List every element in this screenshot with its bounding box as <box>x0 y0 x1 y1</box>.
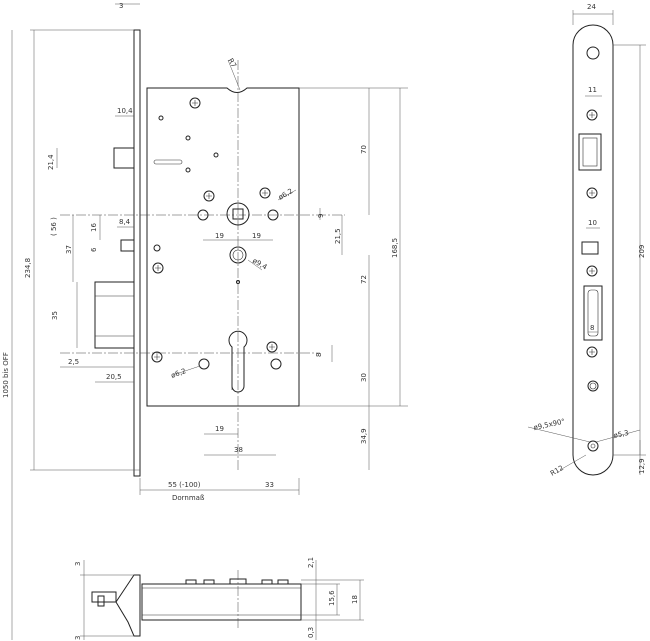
dim-37: 37 <box>65 245 73 254</box>
dim-21-5: 21,5 <box>334 228 342 244</box>
bolt-opening <box>583 285 603 341</box>
dim-21-4: 21,4 <box>47 154 55 170</box>
screw-icon <box>152 262 164 274</box>
dim-38: 38 <box>234 446 243 454</box>
dim-2-1: 2,1 <box>307 557 315 568</box>
dim-15-6: 15,6 <box>328 590 336 606</box>
dim-70: 70 <box>360 145 368 154</box>
dim-19-right: 19 <box>252 232 261 240</box>
dim-19-left: 19 <box>215 232 224 240</box>
dim-35: 35 <box>51 311 59 320</box>
dim-30: 30 <box>360 373 368 382</box>
bottom-view: 3 3 2,1 15,6 18 0,3 <box>74 557 364 640</box>
aux-latch-opening <box>581 241 599 255</box>
dim-phi6-2-bottom: ø6,2 <box>170 367 187 380</box>
dim-10: 10 <box>588 219 597 227</box>
hole <box>267 209 279 221</box>
screw-icon <box>203 190 215 202</box>
dim-2-5: 2,5 <box>68 358 79 366</box>
dim-3-top: 3 <box>74 562 82 566</box>
dim-3-bottom: 3 <box>74 636 82 640</box>
dim-72: 72 <box>360 275 368 284</box>
dim-55: 55 (-100) <box>168 481 201 489</box>
bottom-faceplate <box>115 574 141 637</box>
screw-icon <box>266 341 278 353</box>
screw-icon <box>586 109 598 121</box>
dim-r12: R12 <box>549 464 565 478</box>
dim-33: 33 <box>265 481 274 489</box>
dim-11: 11 <box>588 86 597 94</box>
dim-6: 6 <box>90 247 98 252</box>
dim-34-9: 34,9 <box>360 428 368 444</box>
dim-16: 16 <box>90 223 98 232</box>
follower-square <box>232 208 244 220</box>
auxiliary-latch <box>120 239 135 252</box>
dim-10-4: 10,4 <box>117 107 133 115</box>
dim-209: 209 <box>638 245 646 258</box>
hole <box>198 358 210 370</box>
lock-case <box>146 87 300 407</box>
side-note-1050: 1050 bis OFF <box>2 352 10 398</box>
screw-icon <box>586 265 598 277</box>
dim-168-5: 168,5 <box>391 238 399 258</box>
deadbolt <box>94 281 135 349</box>
dim-24: 24 <box>587 3 596 11</box>
center-hole <box>229 246 247 264</box>
front-faceplate <box>133 29 141 477</box>
hole <box>197 209 209 221</box>
dim-18: 18 <box>351 595 359 604</box>
screw-icon <box>151 351 163 363</box>
dim-8: 8 <box>590 324 594 332</box>
screw-icon <box>586 187 598 199</box>
front-view: 3 10,4 21,4 234,8 1050 bis OFF ( 56 ) 8,… <box>2 2 408 640</box>
dim-phi9-4: ø9,4 <box>251 257 269 272</box>
dim-0-3: 0,3 <box>307 627 315 638</box>
dim-3: 3 <box>119 2 123 10</box>
dim-12-9: 12,9 <box>638 458 646 474</box>
dim-phi5-3: ø5,3 <box>613 429 630 440</box>
dim-234-8: 234,8 <box>24 258 32 278</box>
screw-icon <box>189 97 201 109</box>
dim-8-4: 8,4 <box>119 218 131 226</box>
dim-9: 9 <box>317 214 325 218</box>
cylinder-cutout <box>228 330 248 393</box>
latch-opening <box>578 133 602 171</box>
latch-bolt <box>113 147 135 169</box>
bottom-case <box>141 583 302 621</box>
dim-r7: R7 <box>226 57 238 69</box>
screw-icon <box>586 346 598 358</box>
dim-56: ( 56 ) <box>50 217 58 236</box>
dim-19-bottom: 19 <box>215 425 224 433</box>
dim-20-5: 20,5 <box>106 373 122 381</box>
dim-phi9-5: ø9,5x90° <box>533 417 566 431</box>
dornmass-label: Dornmaß <box>172 494 205 502</box>
follower-hub <box>226 202 250 226</box>
screw-icon <box>259 187 271 199</box>
dim-8-right: 8 <box>315 353 323 357</box>
faceplate-view: 24 11 10 8 209 12,9 ø9,5x90° ø5,3 R12 <box>527 3 646 478</box>
hole <box>270 358 282 370</box>
dim-phi6-2-top: ø6,2 <box>277 187 294 202</box>
